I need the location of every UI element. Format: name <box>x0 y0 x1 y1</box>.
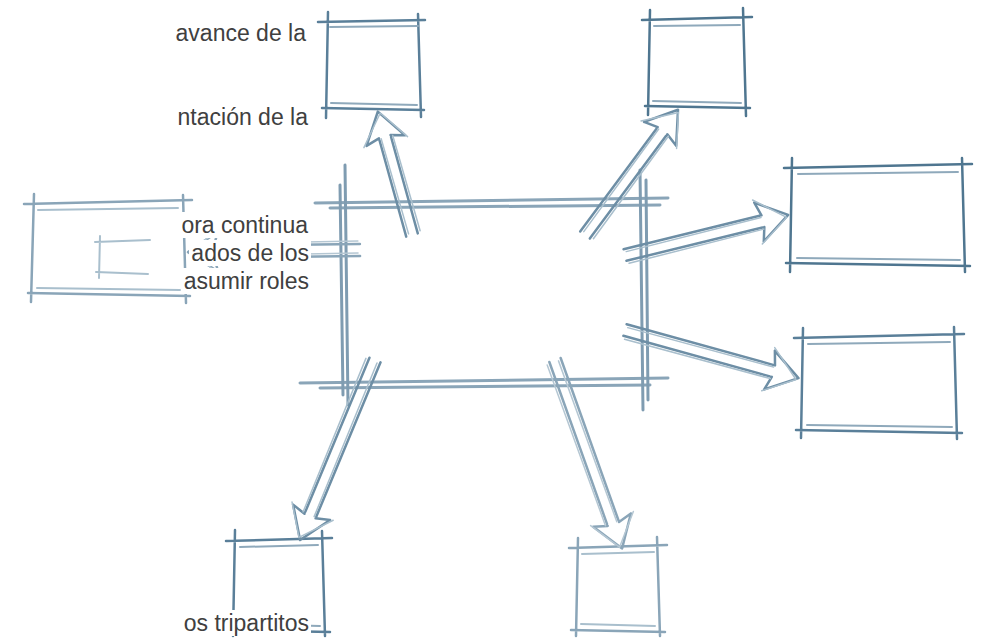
text-fragment: asumir roles <box>182 268 311 294</box>
sketch-box <box>569 537 667 636</box>
sketch-box <box>318 12 425 118</box>
text-fragment: ntación de la <box>176 104 310 130</box>
sketch-arrow <box>619 308 804 399</box>
sketch-arrow <box>567 96 696 248</box>
text-fragment: ados de los <box>189 240 311 266</box>
central-rectangle <box>300 165 668 410</box>
sketch-box <box>794 327 964 439</box>
sketch-arrow <box>356 106 434 241</box>
text-fragment: ora continua <box>179 212 310 238</box>
sketch-arrow <box>280 352 396 549</box>
sketch-box <box>642 8 752 116</box>
sketch-box <box>95 236 150 278</box>
text-fragment: avance de la <box>174 20 308 46</box>
sketch-arrow <box>620 193 794 277</box>
text-fragment: os tripartitos <box>182 610 311 636</box>
sketch-box <box>24 194 192 303</box>
sketch-box <box>784 158 972 272</box>
sketch-arrow <box>534 352 643 556</box>
